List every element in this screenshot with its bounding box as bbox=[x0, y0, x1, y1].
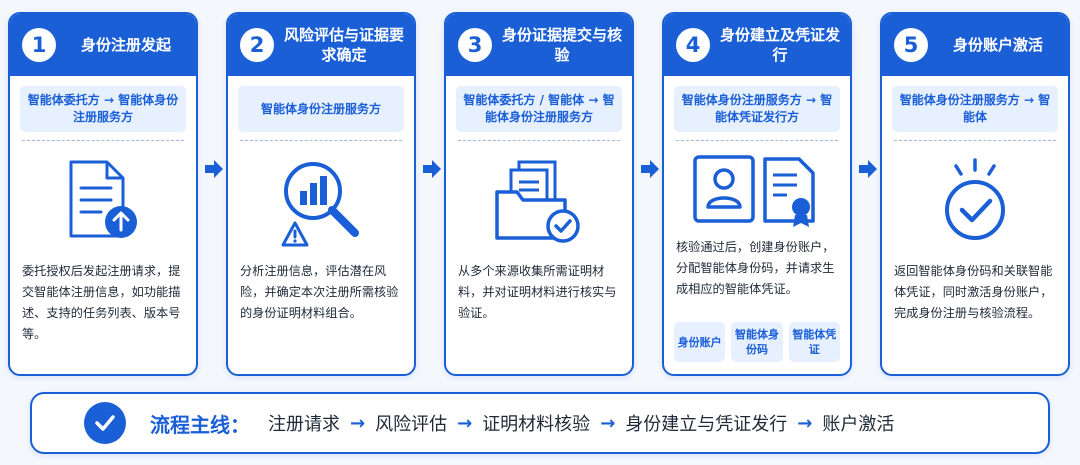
step-title: 身份证据提交与核验 bbox=[501, 26, 622, 64]
step-header: 4 身份建立及凭证发行 bbox=[664, 14, 850, 76]
step-description: 委托授权后发起注册请求，提交智能体注册信息，如功能描述、支持的任务列表、版本号等… bbox=[22, 264, 181, 341]
step-number: 3 bbox=[458, 28, 492, 62]
arrow-right-icon bbox=[205, 160, 223, 178]
divider bbox=[676, 140, 838, 141]
step-role: 智能体身份注册服务方 → 智能体 bbox=[892, 86, 1058, 132]
step-header: 5 身份账户激活 bbox=[882, 14, 1068, 76]
arrow-right-icon bbox=[859, 160, 877, 178]
arrow-right-icon: → bbox=[797, 412, 813, 434]
divider bbox=[458, 140, 620, 141]
mainline-label: 流程主线： bbox=[150, 412, 250, 437]
step-role: 智能体委托方 → 智能体身份注册服务方 bbox=[20, 86, 186, 132]
step-card-3: 3 身份证据提交与核验 智能体委托方 / 智能体 → 智能体身份注册服务方 从多… bbox=[444, 12, 634, 376]
mainline-item: 账户激活 bbox=[822, 414, 895, 435]
step-card-2: 2 风险评估与证据要求确定 智能体身份注册服务方 分析注册信息，评估潜在风险，并… bbox=[226, 12, 416, 376]
divider bbox=[22, 140, 184, 141]
step-number: 4 bbox=[676, 28, 710, 62]
arrow-right-icon: → bbox=[457, 412, 473, 434]
step-number: 2 bbox=[240, 28, 274, 62]
magnifier-risk-icon bbox=[281, 162, 359, 247]
step-description: 从多个来源收集所需证明材料，并对证明材料进行核实与验证。 bbox=[458, 264, 617, 320]
step-card-1: 1 身份注册发起 智能体委托方 → 智能体身份注册服务方 委托授权后发起注册请求… bbox=[8, 12, 198, 376]
folder-check-icon bbox=[495, 160, 580, 243]
arrow-right-icon bbox=[641, 160, 659, 178]
mainline-item: 注册请求 bbox=[268, 414, 340, 435]
arrow-right-icon bbox=[423, 160, 441, 178]
step-header: 1 身份注册发起 bbox=[10, 14, 196, 76]
mainline-item: 风险评估 bbox=[375, 414, 448, 435]
step-description: 核验通过后，创建身份账户，分配智能体身份码，并请求生成相应的智能体凭证。 bbox=[676, 240, 835, 296]
step-title: 身份账户激活 bbox=[952, 36, 1043, 54]
step-title: 风险评估与证据要求确定 bbox=[283, 26, 404, 64]
step-header: 3 身份证据提交与核验 bbox=[446, 14, 632, 76]
step-card-5: 5 身份账户激活 智能体身份注册服务方 → 智能体 返回智能体身份码和关联智能体… bbox=[880, 12, 1070, 376]
step-description: 分析注册信息，评估潜在风险，并确定本次注册所需核验的身份证明材料组合。 bbox=[240, 264, 399, 320]
step-number: 5 bbox=[894, 28, 928, 62]
arrow-right-icon: → bbox=[600, 412, 616, 434]
tag-agent-credential: 智能体凭证 bbox=[788, 322, 840, 362]
divider bbox=[240, 140, 402, 141]
step-number: 1 bbox=[22, 28, 56, 62]
divider bbox=[894, 140, 1056, 141]
step-role: 智能体身份注册服务方 bbox=[238, 86, 404, 132]
step-card-4: 4 身份建立及凭证发行 智能体身份注册服务方 → 智能体凭证发行方 核验通过后，… bbox=[662, 12, 852, 376]
mainline-item: 身份建立与凭证发行 bbox=[625, 414, 788, 435]
check-activate-icon bbox=[945, 158, 1005, 240]
process-steps: 1 身份注册发起 智能体委托方 → 智能体身份注册服务方 委托授权后发起注册请求… bbox=[8, 12, 1072, 376]
tag-agent-id-code: 智能体身份码 bbox=[731, 322, 783, 362]
checkmark-icon bbox=[84, 402, 126, 444]
step-description: 返回智能体身份码和关联智能体凭证，同时激活身份账户，完成身份注册与核验流程。 bbox=[894, 264, 1053, 320]
mainline-item: 证明材料核验 bbox=[482, 414, 591, 435]
id-card-certificate-icon bbox=[693, 155, 815, 227]
arrow-right-icon: → bbox=[350, 412, 366, 434]
step-title: 身份建立及凭证发行 bbox=[719, 26, 840, 64]
step-role: 智能体委托方 / 智能体 → 智能体身份注册服务方 bbox=[456, 86, 622, 132]
step-role: 智能体身份注册服务方 → 智能体凭证发行方 bbox=[674, 86, 840, 132]
document-upload-icon bbox=[69, 160, 137, 238]
step-header: 2 风险评估与证据要求确定 bbox=[228, 14, 414, 76]
tag-identity-account: 身份账户 bbox=[674, 322, 726, 362]
step-title: 身份注册发起 bbox=[80, 36, 171, 54]
process-mainline: 流程主线： 注册请求 → 风险评估 → 证明材料核验 → 身份建立与凭证发行 →… bbox=[30, 392, 1050, 454]
result-tags: 身份账户 智能体身份码 智能体凭证 bbox=[674, 322, 840, 362]
